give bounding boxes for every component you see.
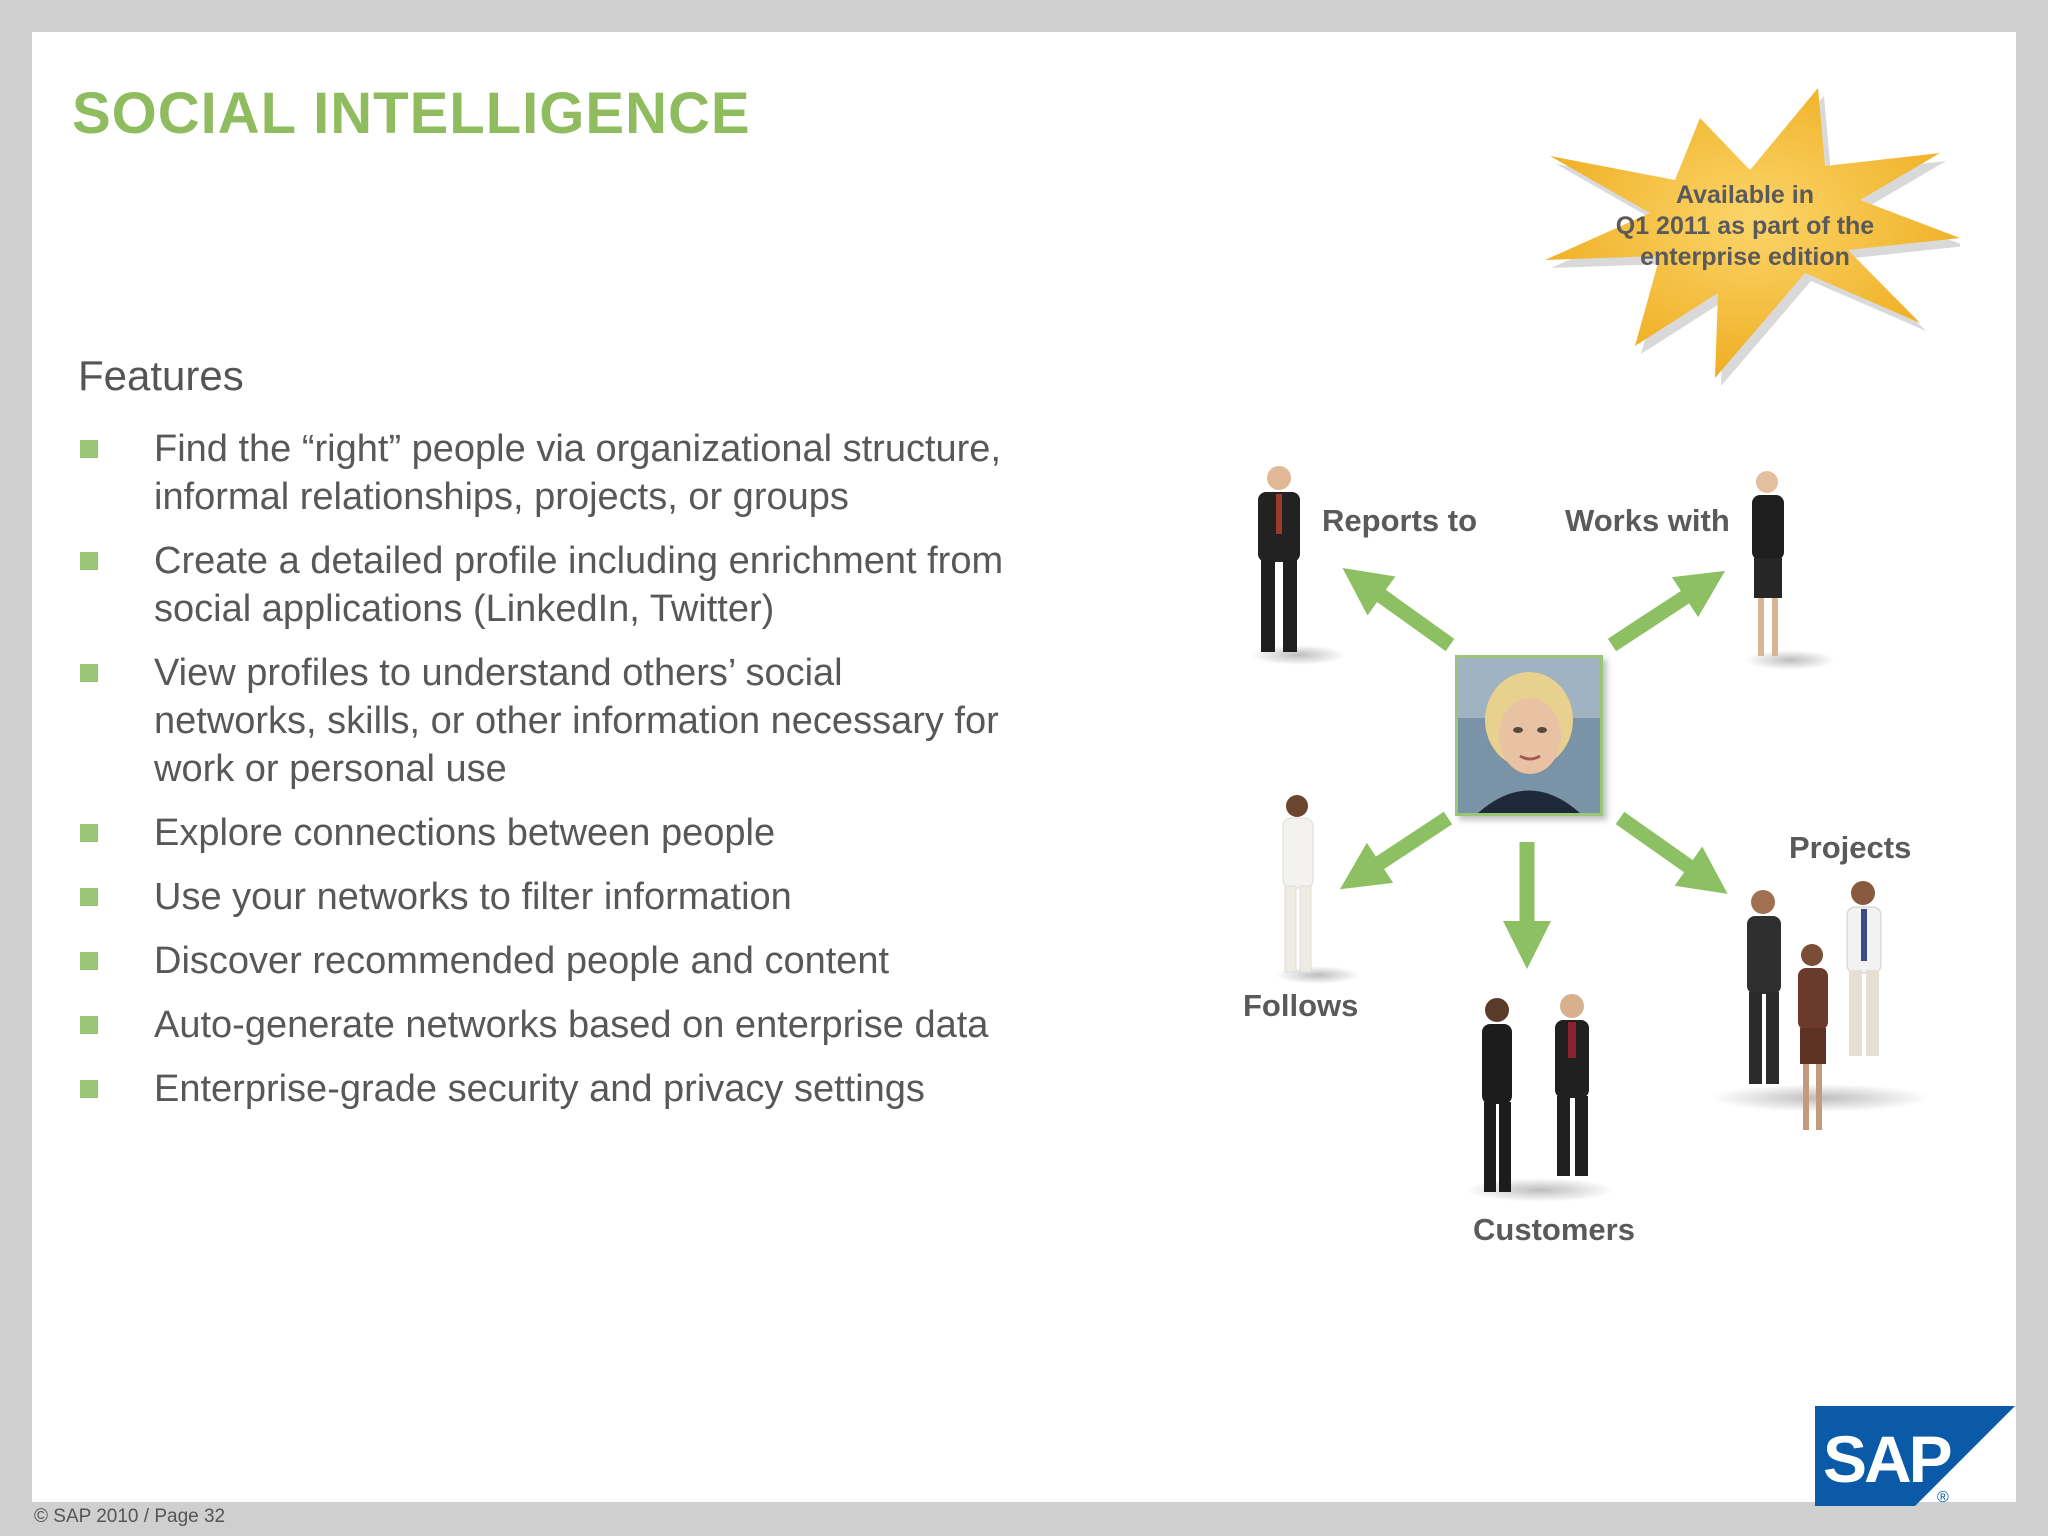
label-follows: Follows [1243,988,1359,1023]
project-team-figures [1710,881,1930,1130]
availability-badge-text: Available in Q1 2011 as part of the ente… [1570,180,1920,273]
list-item: Auto-generate networks based on enterpri… [78,1001,1008,1049]
label-reports-to: Reports to [1322,503,1477,538]
list-item: Find the “right” people via organization… [78,425,1008,521]
badge-line: enterprise edition [1640,243,1850,271]
footer-page-info: © SAP 2010 / Page 32 [34,1506,226,1527]
profile-photo [1455,655,1603,816]
feature-text: Create a detailed profile including enri… [154,540,1004,630]
list-item: Enterprise-grade security and privacy se… [78,1065,1008,1113]
label-projects: Projects [1789,830,1912,865]
square-bullet-icon [80,888,98,906]
businessman-figure [1250,466,1346,665]
arrow-projects [1615,811,1728,894]
square-bullet-icon [80,1080,98,1098]
sap-logo-text: SAP [1823,1422,1951,1496]
availability-starburst [1545,88,1960,386]
list-item: Create a detailed profile including enri… [78,537,1008,633]
feature-text: View profiles to understand others’ soci… [154,652,999,790]
square-bullet-icon [80,1016,98,1034]
arrow-works-with [1607,570,1726,652]
features-heading: Features [78,352,244,399]
list-item: View profiles to understand others’ soci… [78,649,1008,793]
square-bullet-icon [80,552,98,570]
label-works-with: Works with [1565,503,1730,538]
square-bullet-icon [80,952,98,970]
feature-text: Discover recommended people and content [154,940,890,982]
feature-text: Find the “right” people via organization… [154,428,1002,518]
arrow-follows [1339,811,1453,890]
square-bullet-icon [80,440,98,458]
square-bullet-icon [80,664,98,682]
label-customers: Customers [1473,1212,1635,1247]
list-item: Explore connections between people [78,809,1008,857]
woman-portrait-image [1458,658,1600,813]
customers-figures [1465,994,1615,1202]
feature-list: Find the “right” people via organization… [78,425,1008,1129]
badge-line: Q1 2011 as part of the [1615,212,1875,240]
feature-text: Use your networks to filter information [154,876,792,918]
arrow-reports-to [1342,568,1455,652]
list-item: Use your networks to filter information [78,873,1008,921]
square-bullet-icon [80,824,98,842]
badge-line: Available in [1675,181,1814,209]
feature-text: Auto-generate networks based on enterpri… [154,1004,989,1046]
sap-logo: SAP ® [1815,1406,2015,1506]
woman-in-white-figure [1276,795,1360,984]
slide-title: SOCIAL INTELLIGENCE [72,81,751,146]
registered-mark: ® [1937,1489,1949,1506]
feature-text: Enterprise-grade security and privacy se… [154,1068,925,1110]
businesswoman-figure [1745,471,1835,670]
feature-text: Explore connections between people [154,812,776,854]
list-item: Discover recommended people and content [78,937,1008,985]
